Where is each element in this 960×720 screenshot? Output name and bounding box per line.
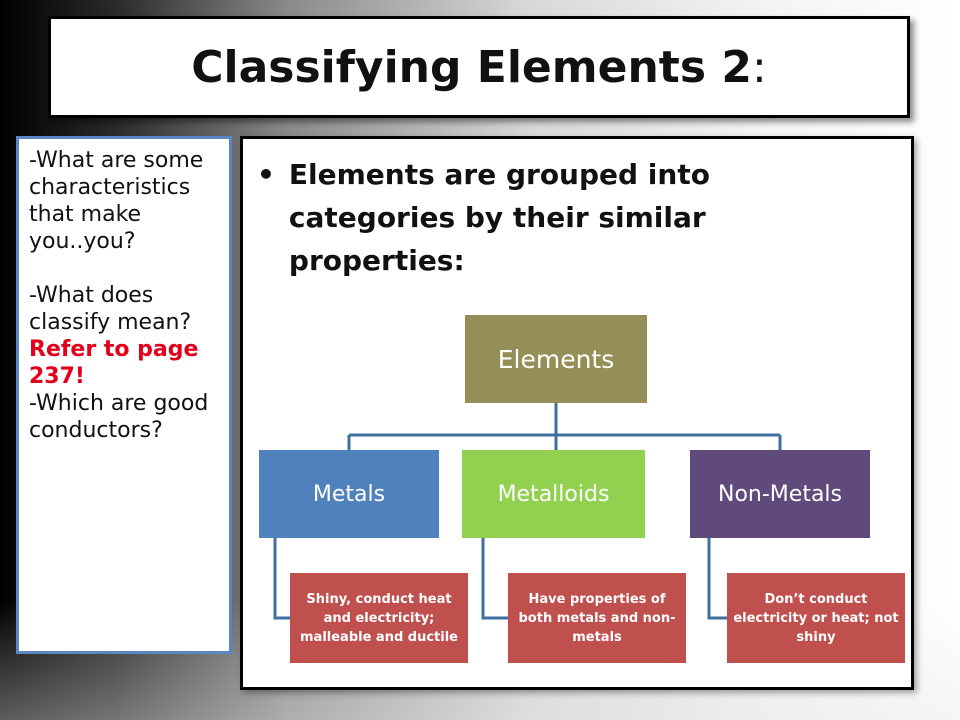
- sidebar-highlight: Refer to page 237!: [29, 337, 199, 389]
- node-metals: Metals: [259, 450, 439, 538]
- bullet-dot: •: [257, 158, 275, 191]
- connector-nonmetals-desc: [707, 538, 727, 620]
- bullet-text: Elements are grouped into categories by …: [288, 158, 710, 277]
- desc-metals: Shiny, conduct heat and electricity; mal…: [290, 573, 468, 663]
- slide-title-main: Classifying Elements 2: [191, 41, 752, 93]
- node-metalloids: Metalloids: [462, 450, 645, 538]
- title-box: Classifying Elements 2:: [48, 16, 910, 118]
- sidebar-question-2: -What does classify mean?: [29, 283, 192, 335]
- sidebar-question-1: -What are some characteristics that make…: [29, 148, 204, 254]
- sidebar-gap: [29, 255, 221, 282]
- hierarchy-diagram: Elements Metals Metalloids Non-Metals Sh…: [243, 139, 917, 693]
- bullet-item: • Elements are grouped into categories b…: [257, 153, 777, 282]
- desc-metalloids: Have properties of both metals and non-m…: [508, 573, 686, 663]
- connector-metals-desc: [273, 538, 290, 620]
- sidebar-question-3: -Which are good conductors?: [29, 391, 209, 443]
- diagram-connectors: [273, 403, 782, 620]
- node-non-metals: Non-Metals: [690, 450, 870, 538]
- desc-non-metals: Don’t conduct electricity or heat; not s…: [727, 573, 905, 663]
- sidebar-questions: -What are some characteristics that make…: [16, 136, 232, 654]
- connector-metalloids-desc: [481, 538, 508, 620]
- slide-title-colon: :: [751, 41, 767, 93]
- content-box: • Elements are grouped into categories b…: [240, 136, 914, 690]
- slide-title: Classifying Elements 2:: [191, 42, 767, 93]
- node-elements: Elements: [465, 315, 647, 403]
